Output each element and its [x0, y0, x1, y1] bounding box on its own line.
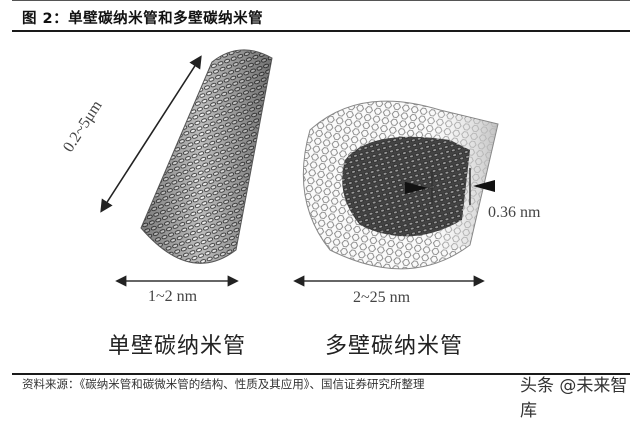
top-border	[12, 0, 630, 1]
mwcnt-diameter-label: 2~25 nm	[353, 289, 411, 306]
source-note: 资料来源：《碳纳米管和碳微米管的结构、性质及其应用》、国信证券研究所整理	[22, 377, 425, 391]
spacing-markers	[405, 168, 495, 205]
nanotube-figure: 0.2~5μm 1~2 nm 0.36 nm 2~25 nm 单壁碳纳米管 多壁…	[0, 34, 640, 370]
swcnt-caption: 单壁碳纳米管	[108, 334, 247, 359]
mwcnt-caption: 多壁碳纳米管	[325, 334, 464, 359]
length-arrow	[100, 55, 202, 213]
swcnt-diameter-label: 1~2 nm	[148, 288, 198, 305]
footer-divider	[12, 373, 630, 375]
figure-title: 图 2：单壁碳纳米管和多壁碳纳米管	[22, 11, 264, 27]
watermark: 头条 @未来智库	[520, 376, 628, 421]
multi-wall-nanotube-image	[302, 100, 499, 270]
mwcnt-spacing-label: 0.36 nm	[488, 204, 541, 221]
title-divider	[12, 30, 630, 32]
single-wall-nanotube-image	[140, 49, 273, 264]
